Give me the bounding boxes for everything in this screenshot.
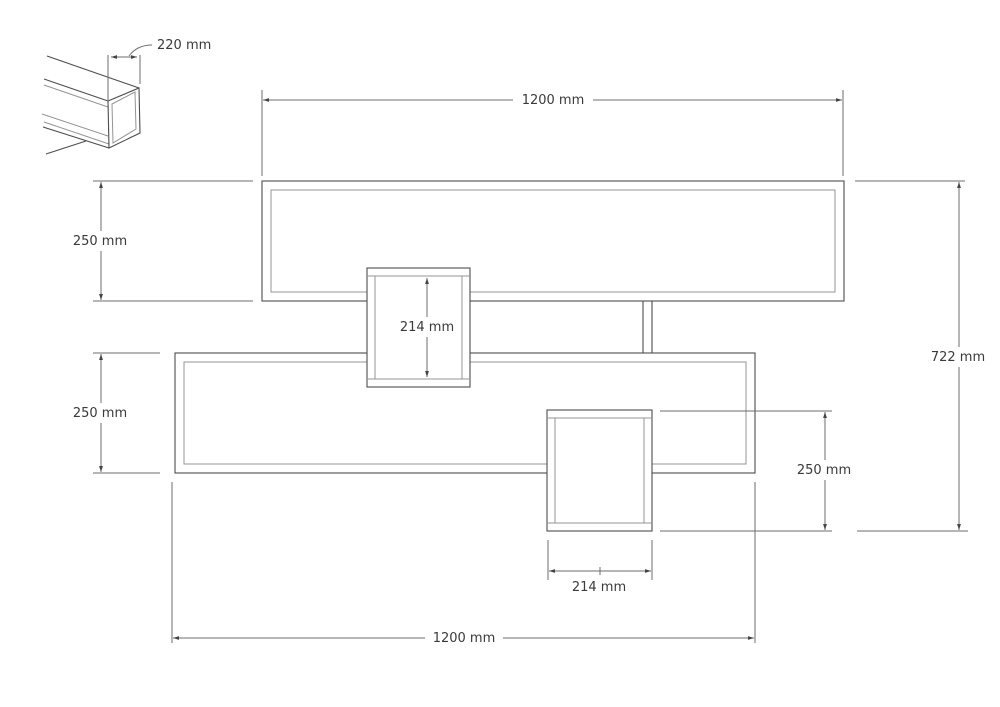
- bottom-box: [546, 409, 653, 532]
- dim-bottom-width-label: 1200 mm: [433, 631, 496, 646]
- top-shelf-outline: [261, 180, 845, 302]
- front-view: [174, 180, 845, 532]
- shelf-connector: [642, 301, 653, 353]
- beam-bottom-near-edge-inner: [43, 121, 110, 145]
- top-shelf-inner-line: [270, 189, 836, 293]
- beam-top-inner-edge: [43, 84, 109, 108]
- dim-bottom-shelf-height: 250 mm: [72, 352, 160, 474]
- beam-end-face-inner: [111, 91, 137, 144]
- dim-top-width: 1200 mm: [261, 90, 844, 176]
- dim-top-shelf-height-label: 250 mm: [73, 234, 127, 249]
- dim-right-box-height-label: 250 mm: [797, 463, 851, 478]
- beam-end-face: [107, 87, 141, 149]
- leader-curve: [128, 44, 153, 57]
- beam-top-near-edge: [43, 78, 109, 102]
- beam-bottom-inner-edge: [41, 113, 109, 137]
- dim-top-shelf-height: 250 mm: [72, 180, 253, 302]
- dim-overall-height-label: 722 mm: [931, 350, 985, 365]
- dim-top-width-label: 1200 mm: [522, 93, 585, 108]
- dim-overall-height: 722 mm: [855, 180, 986, 532]
- dim-right-box-height: 250 mm: [660, 410, 853, 532]
- dim-bottom-shelf-height-label: 250 mm: [73, 406, 127, 421]
- dim-bottom-width: 1200 mm: [171, 482, 756, 646]
- detail-view: 220 mm: [41, 38, 211, 155]
- dim-middle-box-height: 214 mm: [398, 278, 456, 377]
- beam-bottom-cut-edge: [45, 140, 87, 155]
- dim-bottom-box-width: 214 mm: [547, 540, 653, 595]
- dim-middle-box-height-label: 214 mm: [400, 320, 454, 335]
- beam-bottom-near-edge: [42, 126, 110, 149]
- dim-bottom-box-width-label: 214 mm: [572, 580, 626, 595]
- dim-detail-depth: 220 mm: [107, 38, 211, 100]
- dim-detail-depth-label: 220 mm: [157, 38, 211, 53]
- beam-top-far-edge: [46, 55, 140, 89]
